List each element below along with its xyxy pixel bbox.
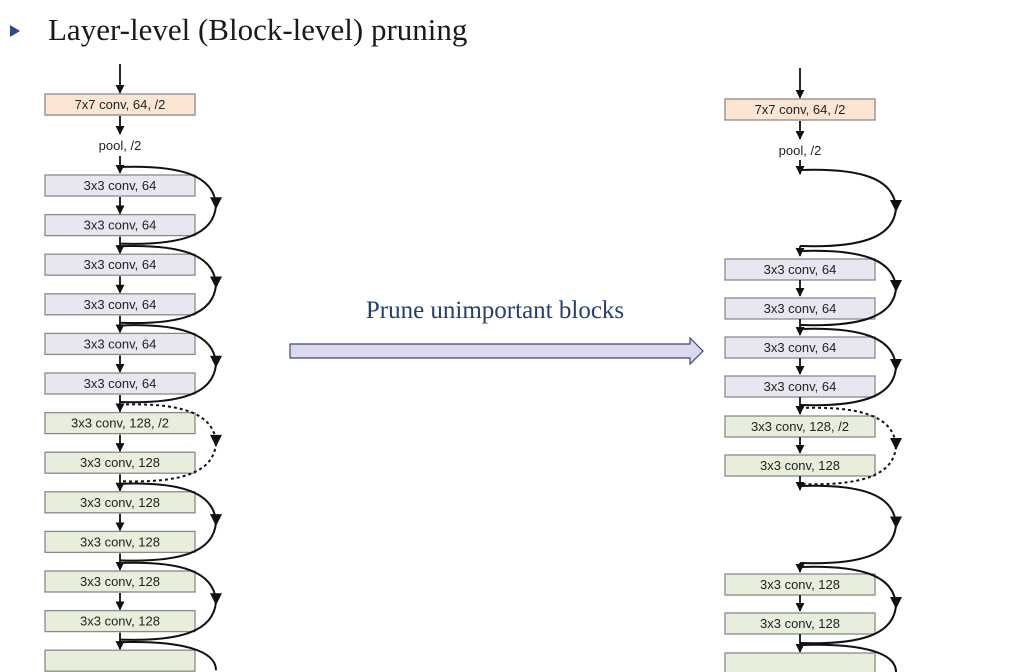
layer-block-label: 3x3 conv, 128 (80, 614, 160, 629)
layer-block-label: 3x3 conv, 128, /2 (71, 416, 169, 431)
layer-block-box (44, 372, 196, 395)
projection-shortcut-dashed (119, 403, 218, 483)
shortcut-arrowhead (890, 438, 902, 450)
layer-block-label: 3x3 conv, 64 (84, 297, 157, 312)
pruned-network: 7x7 conv, 64, /2 pool, /2 3x3 conv, 64 3x3 … (724, 68, 902, 672)
stem-block-label: 7x7 conv, 64, /2 (75, 97, 166, 112)
layer-block-label: 3x3 conv, 128, /2 (751, 419, 849, 434)
stem-block-box (724, 98, 876, 121)
layer-block-box (44, 174, 196, 197)
stem-block-label: 7x7 conv, 64, /2 (755, 102, 846, 117)
identity-shortcut-partial (119, 640, 217, 671)
pool-label: pool, /2 (779, 143, 822, 158)
bullet-triangle-icon (10, 25, 20, 37)
layer-block-label: 3x3 conv, 64 (84, 376, 157, 391)
layer-block-label: 3x3 conv, 64 (84, 218, 157, 233)
layer-block-box (44, 411, 196, 435)
layer-block-partial (44, 649, 196, 672)
shortcut-arrowhead (210, 276, 222, 289)
shortcut-arrowhead (210, 197, 222, 210)
shortcut-arrowhead (210, 593, 222, 606)
shortcut-arrowhead (890, 516, 902, 529)
layer-block-label: 3x3 conv, 64 (764, 301, 837, 316)
layer-block-label: 3x3 conv, 64 (764, 340, 837, 355)
layer-block-box (44, 491, 196, 514)
layer-block-box (44, 332, 196, 356)
heading-text: Layer-level (Block-level) pruning (48, 12, 468, 47)
layer-block-box (44, 570, 196, 593)
original-network: 7x7 conv, 64, /2 pool, /2 3x3 conv, 64 3x3 … (44, 64, 222, 672)
layer-block-label: 3x3 conv, 128 (80, 455, 160, 470)
shortcut-arrowhead (890, 280, 902, 292)
shortcut-arrowhead (890, 200, 902, 212)
layer-block-label: 3x3 conv, 64 (764, 379, 837, 394)
layer-block-box (44, 293, 196, 316)
layer-block-label: 3x3 conv, 64 (84, 257, 157, 272)
prune-caption: Prune unimportant blocks (366, 297, 624, 324)
layer-block-box (44, 451, 196, 474)
slide-heading: Layer-level (Block-level) pruning (10, 12, 467, 48)
layer-block-box (44, 213, 196, 237)
layer-block-box (44, 609, 196, 633)
shortcut-arrowhead (210, 514, 222, 527)
stem-block-box (44, 93, 196, 116)
identity-shortcut (799, 168, 898, 248)
layer-block-box (44, 253, 196, 276)
layer-block-label: 3x3 conv, 64 (764, 262, 837, 277)
layer-block-partial (724, 652, 876, 672)
layer-block-label: 3x3 conv, 128 (760, 616, 840, 631)
identity-shortcut (799, 484, 898, 565)
shortcut-arrowhead (890, 359, 902, 371)
pool-label: pool, /2 (99, 138, 142, 153)
layer-block-label: 3x3 conv, 128 (760, 458, 840, 473)
layer-block-box (44, 530, 196, 554)
identity-shortcut-partial (799, 643, 897, 672)
layer-block-label: 3x3 conv, 128 (760, 577, 840, 592)
layer-block-label: 3x3 conv, 128 (80, 574, 160, 589)
layer-block-label: 3x3 conv, 128 (80, 534, 160, 549)
shortcut-arrowhead (890, 597, 902, 609)
projection-shortcut-dashed (799, 406, 898, 486)
layer-block-label: 3x3 conv, 64 (84, 336, 157, 351)
layer-block-label: 3x3 conv, 128 (80, 495, 160, 510)
layer-block-label: 3x3 conv, 64 (84, 178, 157, 193)
shortcut-arrowhead (210, 434, 222, 447)
prune-arrow (289, 336, 704, 366)
shortcut-arrowhead (210, 355, 222, 368)
